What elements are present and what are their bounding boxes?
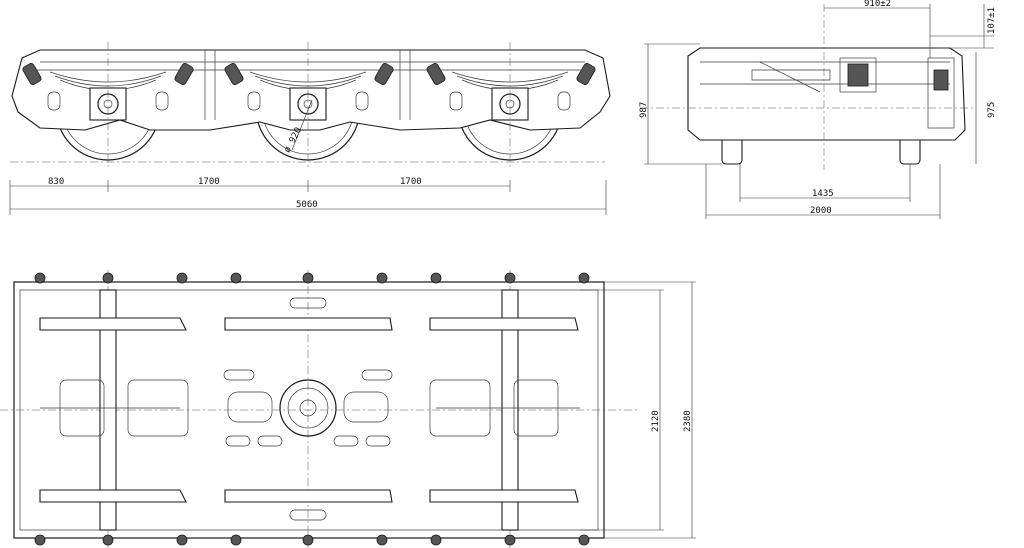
dim-975: 975 bbox=[987, 102, 997, 118]
end-frame bbox=[687, 47, 966, 141]
dim-830: 830 bbox=[48, 177, 64, 187]
plan-view: 2120 2380 bbox=[0, 270, 696, 548]
frame-windows bbox=[47, 91, 571, 111]
plan-dimensions: 2120 2380 bbox=[580, 281, 696, 539]
dim-107: 107±1 bbox=[987, 7, 997, 34]
dim-5060: 5060 bbox=[296, 200, 318, 210]
end-dimensions: 910±2 107±1 987 975 1435 2000 bbox=[639, 0, 997, 219]
dim-1435: 1435 bbox=[812, 189, 834, 199]
centre-pivot bbox=[279, 379, 337, 437]
side-dimensions: 830 1700 1700 5060 bbox=[9, 177, 607, 215]
spring-hangers bbox=[22, 63, 596, 85]
dim-910: 910±2 bbox=[864, 0, 891, 9]
side-view: ø 920 830 1700 1700 5060 bbox=[9, 42, 611, 215]
wheel-diameter-label: ø 920 bbox=[283, 126, 305, 155]
end-view: 910±2 107±1 987 975 1435 2000 bbox=[639, 0, 997, 219]
dim-2000: 2000 bbox=[810, 206, 832, 216]
dim-2120: 2120 bbox=[651, 410, 661, 432]
dim-987: 987 bbox=[639, 102, 649, 118]
plan-side-frames bbox=[39, 317, 579, 503]
dim-1700-a: 1700 bbox=[198, 177, 220, 187]
dim-2380: 2380 bbox=[683, 410, 693, 432]
plan-pads bbox=[223, 297, 393, 521]
plan-bolts bbox=[34, 272, 590, 546]
plan-axles bbox=[99, 289, 519, 531]
dim-1700-b: 1700 bbox=[400, 177, 422, 187]
